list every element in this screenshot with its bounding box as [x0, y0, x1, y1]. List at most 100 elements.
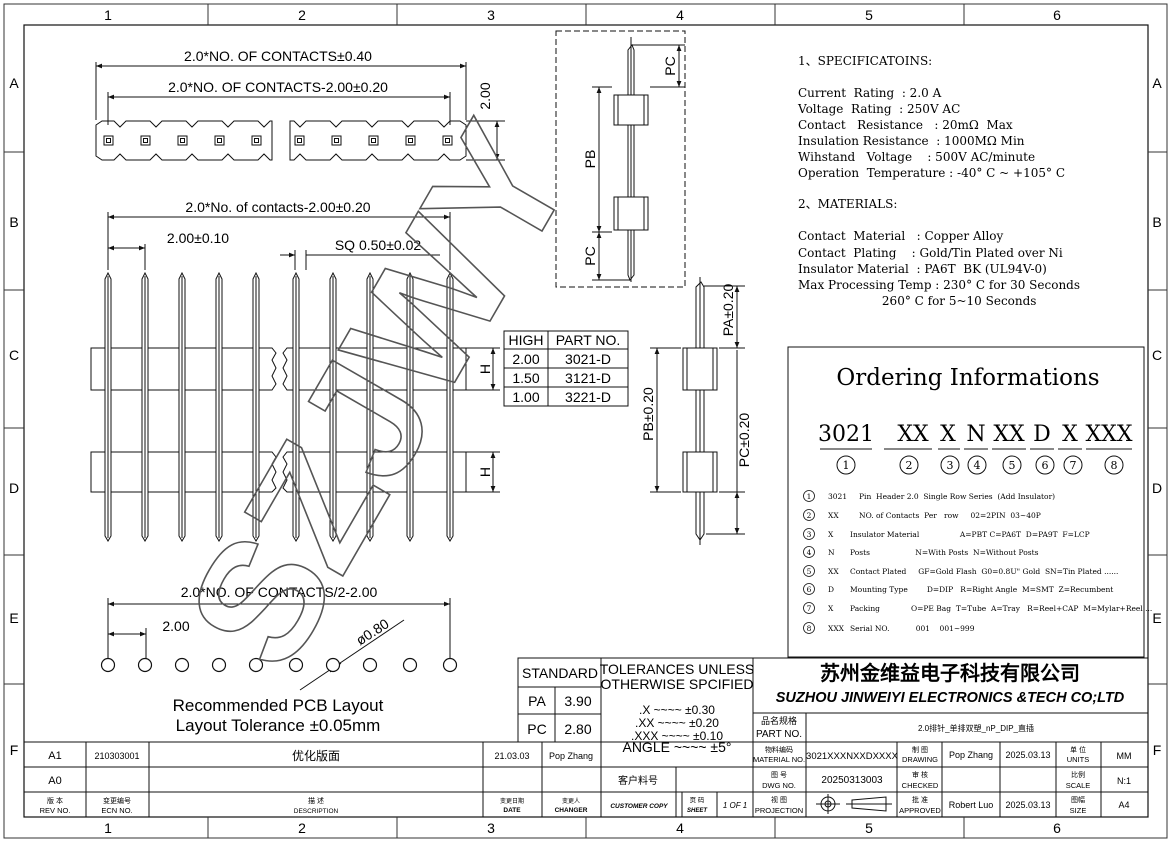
pcb-hole	[288, 657, 304, 673]
col-label: 6	[1053, 7, 1061, 23]
pcb-hole	[442, 657, 458, 673]
col-label: 4	[676, 7, 684, 23]
pc-label: PC	[527, 721, 546, 737]
ord-item-code: N	[828, 548, 835, 557]
dim-h: H	[477, 364, 493, 374]
date-header: DATE	[503, 807, 521, 814]
ord-item-code: XX	[828, 511, 839, 520]
spec-line: Operation Temperature : -40° C ~ +105° C	[798, 166, 1065, 180]
tolerance-line: .XX ~~~~ ±0.20	[635, 716, 719, 730]
date-header-cn: 变更日期	[500, 797, 524, 805]
sheet-label-cn: 页 码	[690, 796, 705, 804]
dwg-value: 20250313003	[821, 775, 883, 786]
code-seg: D	[1033, 422, 1051, 447]
code-seg: X	[1062, 422, 1078, 447]
item-num-circle	[803, 546, 815, 558]
tolerance-heading: OTHERWISE SPCIFIED	[601, 676, 754, 692]
spec-line: Contact Resistance : 20mΩ Max	[798, 118, 1013, 132]
size-value: A4	[1118, 800, 1129, 810]
dim-pitch: 2.00±0.10	[167, 230, 229, 246]
dwg-label-cn: 图 号	[771, 771, 787, 779]
ecn-header: ECN NO.	[101, 806, 132, 815]
side-detail-box	[555, 30, 686, 288]
spec-line: Voltage Rating : 250V AC	[797, 102, 960, 116]
material-line: Max Processing Temp : 230° C for 30 Seco…	[798, 278, 1080, 292]
part-label-cn: 品名规格	[761, 715, 797, 726]
customer-part-label: 客户料号	[618, 774, 658, 787]
material-value: 3021XXXNXXDXXXX	[806, 751, 899, 762]
code-num: 3	[947, 459, 954, 472]
ord-item-desc: Serial NO. 001 001~999	[850, 624, 975, 633]
pcb-hole	[402, 657, 418, 673]
ecn-value: 210303001	[94, 751, 139, 761]
ord-item-desc: Pin Header 2.0 Single Row Series (Add In…	[859, 492, 1055, 501]
item-num-circle	[803, 528, 815, 540]
row-label: D	[1152, 480, 1162, 496]
code-num-circle	[940, 455, 960, 475]
row-label: E	[9, 610, 18, 626]
ord-item-code: X	[828, 530, 834, 539]
part-label: PART NO.	[756, 729, 802, 740]
code-num-circle	[967, 455, 987, 475]
ord-item-code: X	[828, 604, 834, 613]
pcb-hole	[211, 657, 227, 673]
spec-line: Wihstand Voltage : 500V AC/minute	[798, 150, 1035, 164]
ord-item-code: 3021	[828, 492, 847, 501]
specs-heading: 1、SPECIFICATOINS:	[798, 54, 932, 68]
pa-value: 3.90	[564, 693, 591, 709]
checked-label: CHECKED	[902, 781, 939, 790]
col-label: 5	[865, 7, 873, 23]
item-num-circle	[803, 509, 815, 521]
title-block-lines	[24, 657, 1148, 817]
material-line: Contact Material : Copper Alloy	[798, 229, 1004, 243]
row-label: F	[1153, 742, 1162, 758]
dim-h: H	[477, 467, 493, 477]
rev-value: A0	[48, 775, 61, 787]
drawing-label-cn: 制 图	[912, 745, 928, 754]
row-label: A	[9, 75, 19, 91]
code-num: 7	[1070, 459, 1077, 472]
high-cell: 1.00	[512, 389, 539, 405]
item-num-circle	[803, 565, 815, 577]
part-header: PART NO.	[556, 332, 621, 348]
customer-copy: CUSTOMER COPY	[610, 803, 668, 810]
drawing-label: DRAWING	[902, 755, 938, 764]
projection-label-cn: 视 图	[771, 795, 787, 804]
row-label: F	[10, 742, 19, 758]
code-num: 6	[1042, 459, 1049, 472]
scale-label-cn: 比例	[1071, 770, 1085, 779]
col-label: 2	[298, 820, 306, 836]
dim-front-overall: 2.0*No. of contacts-2.00±0.20	[185, 199, 370, 215]
dim-overall: 2.0*NO. OF CONTACTS±0.40	[184, 48, 372, 64]
pc-value: 2.80	[564, 721, 591, 737]
size-label: SIZE	[1070, 806, 1087, 815]
material-line: Insulator Material : PA6T BK (UL94V-0)	[798, 262, 1047, 276]
item-num-circle	[803, 622, 815, 634]
spec-line: Current Rating : 2.0 A	[798, 86, 942, 100]
dim-pcb-pitch: 2.00	[162, 618, 189, 634]
pcb-hole	[325, 657, 341, 673]
dwg-label: DWG NO.	[762, 781, 796, 790]
dim-pc-side: PC±0.20	[736, 413, 752, 468]
code-seg: XX	[897, 422, 929, 447]
checked-label-cn: 审 核	[912, 770, 928, 779]
ord-item-desc: Posts N=With Posts N=Without Posts	[850, 548, 1039, 557]
part-cell: 3221-D	[565, 389, 611, 405]
projection-symbol-icon	[816, 794, 892, 814]
side-view	[650, 277, 745, 545]
high-cell: 1.50	[512, 370, 539, 386]
rev-header: REV NO.	[40, 806, 71, 815]
projection-label: PROJECTION	[755, 806, 803, 815]
ord-item-num: 3	[807, 530, 812, 539]
material-label: MATERIAL NO.	[753, 755, 805, 764]
rev-value: A1	[48, 750, 61, 762]
part-cell: 3021-D	[565, 351, 611, 367]
pcb-hole	[248, 657, 264, 673]
units-value: MM	[1117, 751, 1132, 761]
row-label: E	[1152, 610, 1161, 626]
material-label-cn: 物料编码	[765, 745, 793, 754]
draw-date: 2025.03.13	[1005, 750, 1050, 760]
ordering-title: Ordering Informations	[836, 365, 1099, 391]
dim-pb-side: PB±0.20	[640, 387, 656, 441]
item-num-circle	[803, 490, 815, 502]
